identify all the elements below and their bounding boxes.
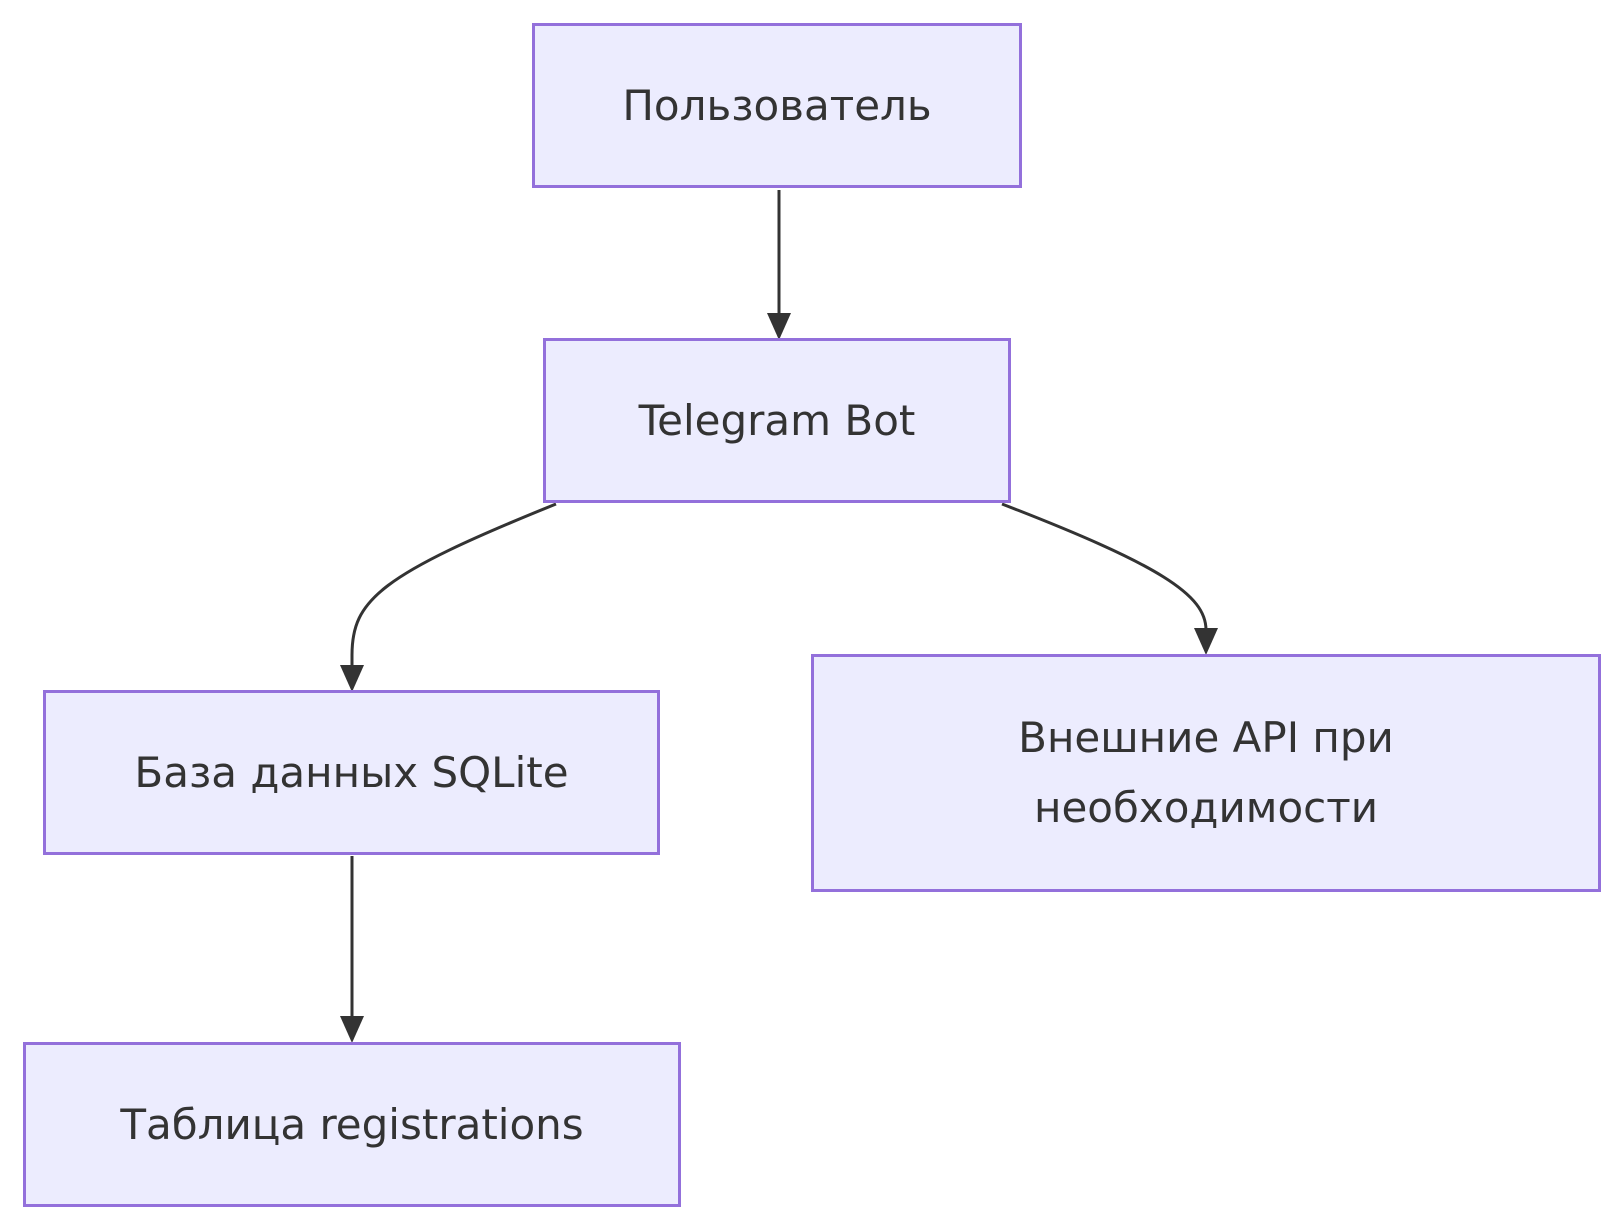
arrowhead-bot-to-api xyxy=(1194,628,1218,655)
node-external-api-label-line-2: необходимости xyxy=(1033,783,1379,832)
node-telegram-bot-label: Telegram Bot xyxy=(638,395,916,445)
node-external-api: Внешние API при необходимости xyxy=(811,654,1601,892)
node-telegram-bot: Telegram Bot xyxy=(543,338,1011,503)
arrowhead-db-to-table xyxy=(340,1016,364,1043)
node-user: Пользователь xyxy=(532,23,1022,188)
node-registrations-table-label: Таблица registrations xyxy=(120,1099,584,1149)
node-user-label: Пользователь xyxy=(622,80,932,130)
arrowhead-bot-to-db xyxy=(340,665,364,692)
node-registrations-table: Таблица registrations xyxy=(23,1042,681,1207)
edge-bot-to-db xyxy=(350,502,557,680)
arrowhead-user-to-bot xyxy=(767,313,791,340)
node-external-api-label-line-1: Внешние API при xyxy=(1018,713,1394,762)
node-sqlite-database: База данных SQLite xyxy=(43,690,660,855)
node-sqlite-database-label: База данных SQLite xyxy=(134,747,569,797)
edge-bot-to-api xyxy=(1001,502,1208,645)
